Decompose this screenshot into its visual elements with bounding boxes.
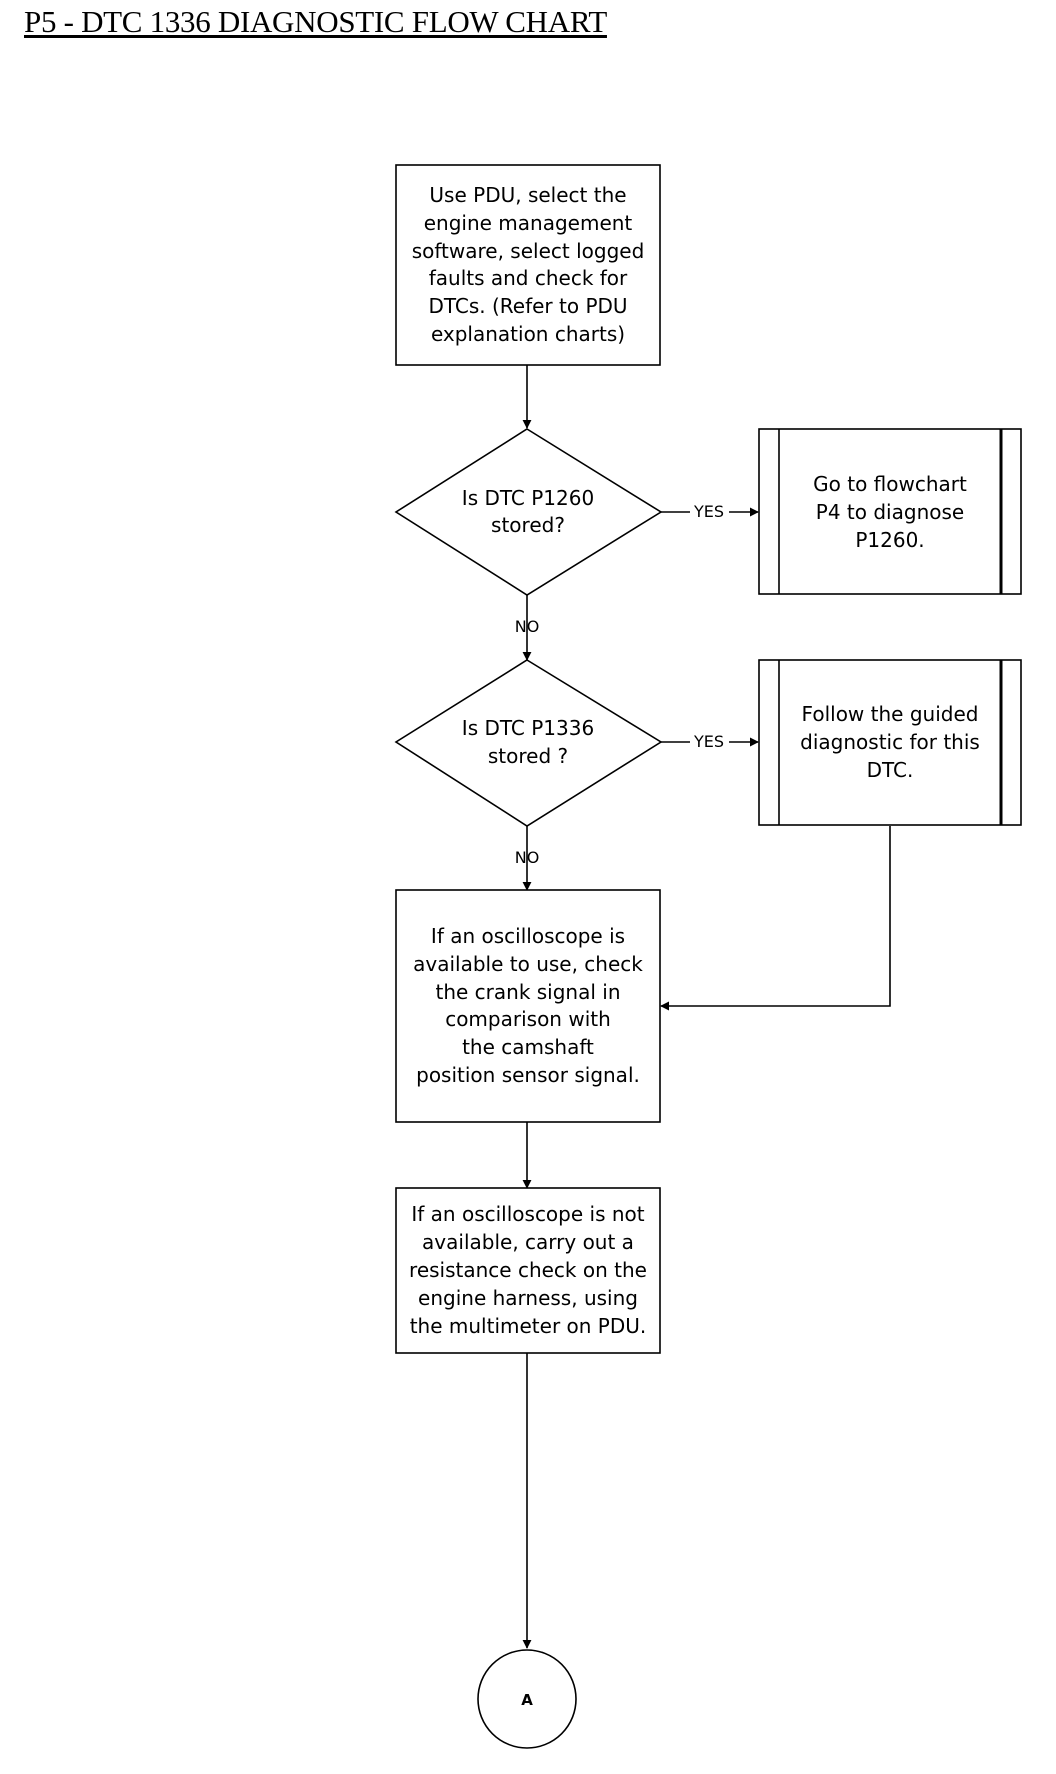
- oscilloscope-line-3: the crank signal in: [435, 980, 620, 1004]
- no-label-2: NO: [515, 848, 540, 867]
- yes-label-2: YES: [693, 732, 724, 751]
- flowchart-p4-line-3: P1260.: [855, 528, 924, 552]
- decision-p1260-line-1: Is DTC P1260: [462, 486, 594, 510]
- resistance-line-4: engine harness, using: [418, 1286, 638, 1310]
- connector-a-label: A: [521, 1691, 533, 1709]
- oscilloscope-line-1: If an oscilloscope is: [431, 924, 625, 948]
- decision-p1336-line-2: stored ?: [488, 744, 568, 768]
- oscilloscope-check-box: If an oscilloscope is available to use, …: [395, 889, 661, 1123]
- resistance-line-1: If an oscilloscope is not: [411, 1202, 644, 1226]
- guided-diagnostic-box: Follow the guided diagnostic for this DT…: [758, 659, 1022, 826]
- edge-guided-to-oscilloscope: [660, 826, 891, 1011]
- decision-p1260-line-2: stored?: [491, 513, 565, 537]
- start-line-3: software, select logged: [412, 239, 645, 263]
- decision-p1260: Is DTC P1260 stored?: [394, 428, 663, 596]
- no-label-1: NO: [515, 617, 540, 636]
- start-line-5: DTCs. (Refer to PDU: [428, 294, 627, 318]
- start-line-6: explanation charts): [431, 322, 625, 346]
- oscilloscope-line-2: available to use, check: [413, 952, 643, 976]
- start-line-4: faults and check for: [429, 266, 628, 290]
- yes-label-1: YES: [693, 502, 724, 521]
- oscilloscope-line-4: comparison with: [445, 1007, 611, 1031]
- guided-diagnostic-line-2: diagnostic for this: [800, 730, 980, 754]
- page-title: P5 - DTC 1336 DIAGNOSTIC FLOW CHART: [24, 4, 607, 39]
- flowchart-p4-box: Go to flowchart P4 to diagnose P1260.: [758, 428, 1022, 595]
- resistance-check-box: If an oscilloscope is not available, car…: [395, 1187, 661, 1354]
- connector-a: A: [477, 1649, 577, 1749]
- start-line-2: engine management: [424, 211, 633, 235]
- resistance-line-5: the multimeter on PDU.: [410, 1314, 647, 1338]
- flowchart-p4-line-2: P4 to diagnose: [816, 500, 964, 524]
- decision-p1336-line-1: Is DTC P1336: [462, 716, 594, 740]
- oscilloscope-line-5: the camshaft: [462, 1035, 594, 1059]
- oscilloscope-line-6: position sensor signal.: [416, 1063, 640, 1087]
- start-line-1: Use PDU, select the: [429, 183, 626, 207]
- guided-diagnostic-line-3: DTC.: [867, 758, 914, 782]
- decision-p1336: Is DTC P1336 stored ?: [394, 659, 663, 827]
- start-process-box: Use PDU, select the engine management so…: [395, 164, 661, 366]
- resistance-line-3: resistance check on the: [409, 1258, 647, 1282]
- flowchart-p4-line-1: Go to flowchart: [813, 472, 967, 496]
- guided-diagnostic-line-1: Follow the guided: [802, 702, 979, 726]
- resistance-line-2: available, carry out a: [422, 1230, 634, 1254]
